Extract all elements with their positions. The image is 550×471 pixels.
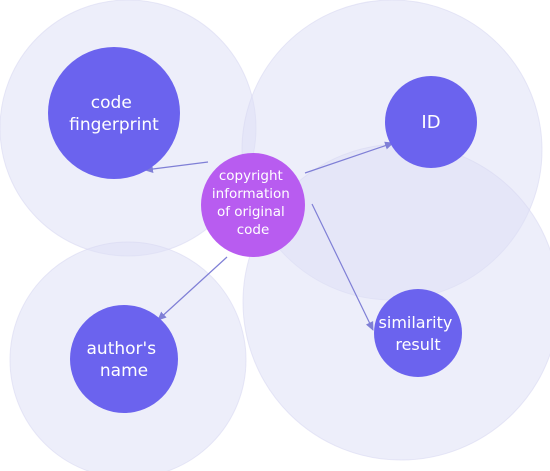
node-similarity-result-line-1: similarity xyxy=(379,313,453,332)
node-code-fingerprint-label: code fingerprint xyxy=(69,93,159,135)
node-similarity-result: similarity result xyxy=(374,289,462,377)
node-center-line-4: code xyxy=(237,222,270,238)
node-id-line-1: ID xyxy=(421,112,440,133)
node-authors-name-label: author's name xyxy=(87,339,162,381)
node-center-line-1: copyright xyxy=(219,168,283,184)
node-code-fingerprint-line-1: code xyxy=(91,93,132,113)
arrow-to-id xyxy=(304,141,394,174)
node-code-fingerprint: code fingerprint xyxy=(48,47,180,179)
node-similarity-result-line-2: result xyxy=(395,335,440,354)
connector-layer xyxy=(144,141,394,331)
node-authors-name-circle xyxy=(70,305,178,413)
arrow-to-code-fingerprint xyxy=(144,161,209,173)
node-similarity-result-label: similarity result xyxy=(379,313,458,354)
node-code-fingerprint-line-2: fingerprint xyxy=(69,115,159,135)
arrow-to-authors-name xyxy=(157,256,228,321)
arrow-to-similarity-result xyxy=(311,203,374,331)
node-authors-name: author's name xyxy=(70,305,178,413)
node-id: ID xyxy=(385,76,477,168)
node-similarity-result-circle xyxy=(374,289,462,377)
node-center: copyright information of original code xyxy=(201,153,305,257)
node-id-circle xyxy=(385,76,477,168)
node-id-label: ID xyxy=(421,112,440,133)
node-center-line-2: information xyxy=(212,186,290,202)
node-center-line-3: of original xyxy=(217,204,285,220)
node-center-circle xyxy=(201,153,305,257)
node-authors-name-line-1: author's xyxy=(87,339,157,359)
node-authors-name-line-2: name xyxy=(100,361,148,381)
node-center-label: copyright information of original code xyxy=(212,168,294,238)
node-code-fingerprint-circle xyxy=(48,47,180,179)
